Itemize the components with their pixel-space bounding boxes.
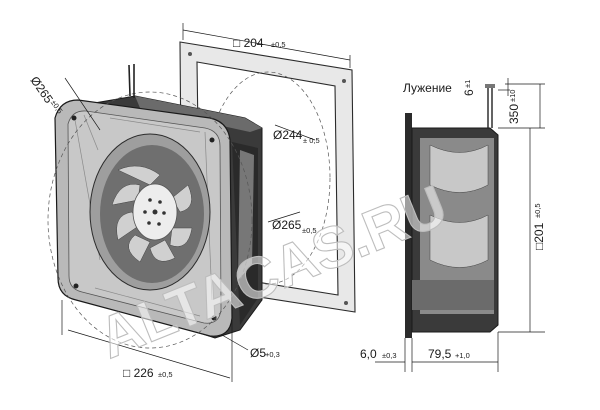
side-view xyxy=(405,84,499,338)
dim-h6: 6 xyxy=(462,89,476,96)
dim-d265-inner: Ø265 xyxy=(272,218,302,232)
dim-sq204-tol: ±0,5 xyxy=(271,40,286,49)
dim-t6: 6,0 xyxy=(360,347,377,361)
dim-sq226-tol: ±0,5 xyxy=(158,370,173,379)
dim-sq204: □ 204 xyxy=(233,36,264,50)
dim-sq226: □ 226 xyxy=(123,366,154,380)
dim-d244-tol: ± 0,5 xyxy=(303,136,320,145)
dim-d265-inner-tol: ±0,5 xyxy=(302,226,317,235)
fan-front-face xyxy=(47,91,253,349)
dim-w350-tol: ±10 xyxy=(508,90,517,102)
dim-d5: Ø5 xyxy=(250,346,266,360)
dim-h201: □201 xyxy=(532,222,546,250)
label-tinning: Лужение xyxy=(403,81,452,95)
cable-lead xyxy=(128,64,135,98)
dim-t79: 79,5 xyxy=(428,347,452,361)
dim-h6-tol: ±1 xyxy=(463,80,472,88)
dim-t79-tol: +1,0 xyxy=(455,351,470,360)
dim-w350: 350 xyxy=(507,104,521,124)
dim-h201-tol: ±0,5 xyxy=(533,203,542,218)
dimension-lines xyxy=(61,23,545,382)
dim-t6-tol: ±0,3 xyxy=(382,351,397,360)
dim-d5-tol: +0,3 xyxy=(265,350,280,359)
dim-d244: Ø244 xyxy=(273,128,303,142)
